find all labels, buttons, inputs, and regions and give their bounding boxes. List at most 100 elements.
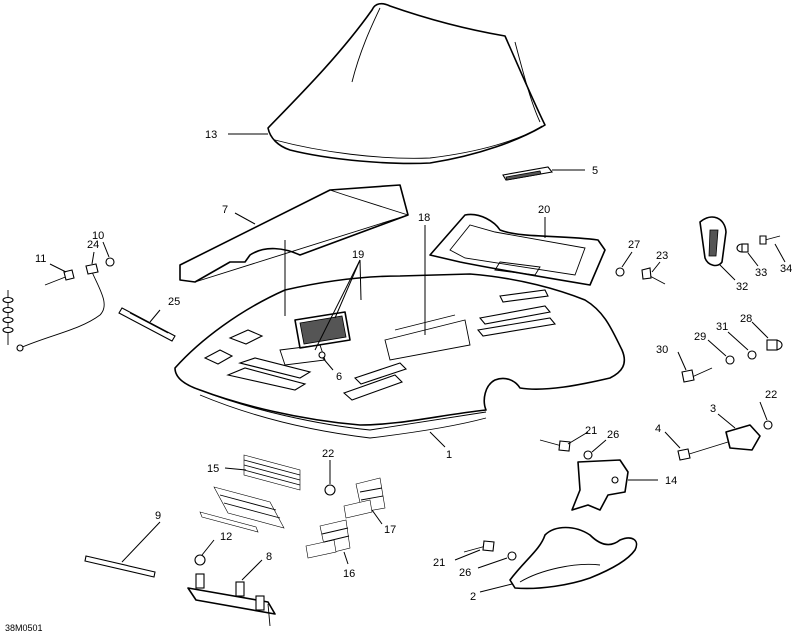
- callout-21-upper: 21: [585, 425, 597, 437]
- bracket-3: [725, 424, 761, 451]
- grid-bracket-15: [199, 454, 301, 533]
- leader-34: [774, 243, 786, 263]
- callout-15: 15: [207, 463, 219, 475]
- callout-26-lower: 26: [459, 567, 471, 579]
- nut-10: [105, 257, 115, 267]
- trim-strip-part: [502, 166, 554, 181]
- callout-31: 31: [716, 321, 728, 333]
- hood-part: [174, 273, 626, 439]
- leader-26-upper: [591, 439, 607, 453]
- callout-9: 9: [155, 510, 161, 522]
- leader-7: [234, 212, 256, 225]
- callout-11: 11: [35, 253, 46, 265]
- bolt-30: [681, 367, 713, 383]
- screw-21-lower: [463, 540, 495, 553]
- leader-6: [321, 356, 334, 371]
- leader-19a: [334, 259, 361, 319]
- leader-29: [707, 339, 727, 357]
- callout-22-center: 22: [322, 448, 334, 460]
- callout-6: 6: [336, 371, 342, 383]
- washer-26-upper: [583, 450, 593, 460]
- callout-5: 5: [592, 165, 598, 177]
- leader-32: [719, 264, 736, 281]
- callout-18: 18: [418, 212, 430, 224]
- callout-13: 13: [205, 129, 217, 141]
- leader-23: [651, 261, 661, 273]
- screw-34: [759, 235, 781, 245]
- leader-16: [343, 551, 349, 565]
- callout-23: 23: [656, 250, 668, 262]
- diagram-code: 38M0501: [5, 623, 43, 633]
- callout-19: 19: [352, 249, 364, 261]
- grid-bracket-17: [343, 477, 386, 519]
- leader-33: [747, 252, 759, 267]
- leader-8: [241, 559, 263, 581]
- nut-31: [747, 350, 757, 360]
- bracket-14: [571, 459, 629, 511]
- handle-32: [699, 216, 727, 267]
- callout-7: 7: [222, 204, 228, 216]
- leader-21-upper: [567, 431, 589, 445]
- callout-27: 27: [628, 239, 640, 251]
- leader-15: [224, 467, 247, 471]
- leader-10: [102, 241, 110, 258]
- leader-11: [49, 263, 67, 273]
- bushing-33: [736, 243, 749, 253]
- leader-9: [121, 521, 161, 563]
- leader-19b: [314, 259, 361, 351]
- callout-33: 33: [755, 267, 767, 279]
- callout-4: 4: [655, 423, 661, 435]
- callout-2: 2: [470, 591, 476, 603]
- callout-21-lower: 21: [433, 557, 445, 569]
- washer-26-lower: [507, 551, 517, 561]
- callout-22-right: 22: [765, 389, 777, 401]
- leader-30: [677, 351, 687, 371]
- nut-22-center: [324, 484, 336, 496]
- console-panel-part: [179, 184, 409, 283]
- grid-bracket-16: [305, 519, 351, 559]
- leader-12: [201, 539, 215, 556]
- callout-32: 32: [736, 281, 748, 293]
- callout-30: 30: [656, 344, 668, 356]
- callout-25: 25: [168, 296, 180, 308]
- callout-3: 3: [710, 403, 716, 415]
- nut-12: [194, 554, 206, 566]
- callout-24: 24: [87, 239, 99, 251]
- callout-10: 10: [92, 230, 104, 242]
- callout-17: 17: [384, 524, 396, 536]
- rod-9: [84, 555, 156, 578]
- leader-22-right: [759, 401, 768, 421]
- callout-28: 28: [740, 313, 752, 325]
- leader-31: [727, 331, 749, 351]
- leader-25: [149, 309, 161, 323]
- leader-1: [429, 431, 446, 448]
- leader-24: [91, 251, 95, 265]
- mount-plate-8: [187, 573, 276, 627]
- mat-tray-part: [429, 213, 606, 286]
- callout-26-upper: 26: [607, 429, 619, 441]
- bolt-4: [677, 441, 729, 461]
- leader-26-lower: [477, 557, 508, 569]
- nut-22-right: [763, 420, 773, 430]
- tether-cable-24: [16, 263, 105, 352]
- leader-27: [621, 251, 633, 268]
- callout-16: 16: [343, 568, 355, 580]
- callout-14: 14: [665, 475, 677, 487]
- leader-28: [751, 321, 769, 339]
- leader-17: [371, 509, 383, 525]
- washer-stack: [2, 290, 14, 345]
- callout-29: 29: [694, 331, 706, 343]
- screw-6: [318, 351, 326, 359]
- leader-21-lower: [454, 549, 481, 561]
- washer-29: [725, 355, 735, 365]
- leader-4: [664, 431, 681, 449]
- windshield-part: [267, 2, 546, 165]
- cap-28: [766, 339, 783, 351]
- callout-12: 12: [220, 531, 232, 543]
- callout-8: 8: [266, 551, 272, 563]
- callout-20: 20: [538, 204, 550, 216]
- screw-21-upper: [539, 439, 571, 452]
- seat-cover-2: [509, 526, 638, 590]
- leader-3: [717, 413, 736, 429]
